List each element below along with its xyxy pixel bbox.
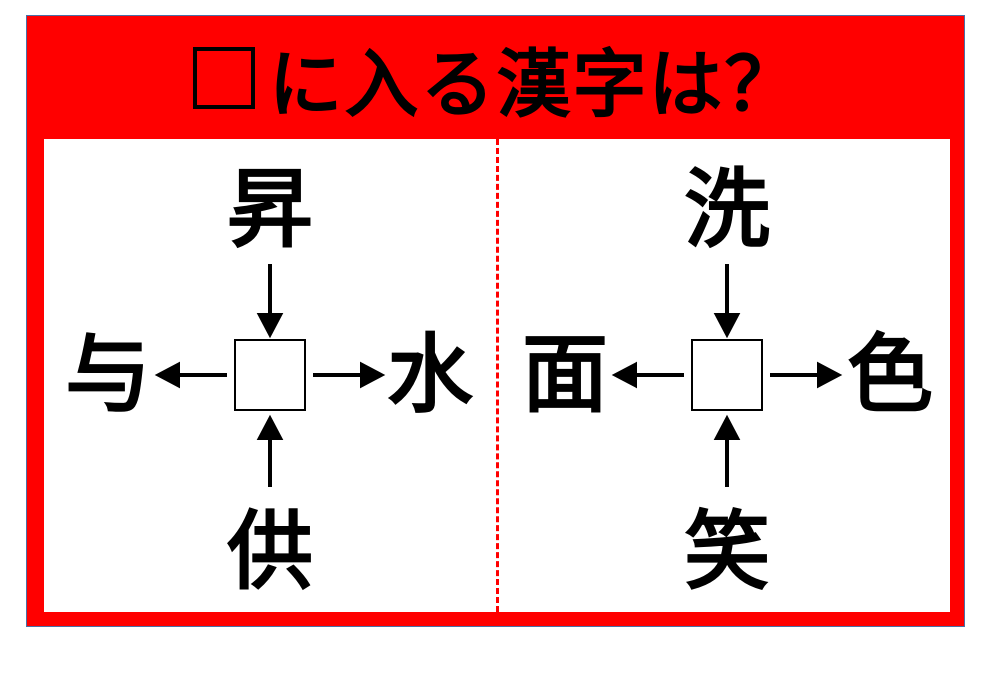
arrow-up-icon	[713, 414, 741, 440]
title-text: に入る漢字は？	[268, 41, 801, 128]
blank-box	[691, 339, 763, 411]
arrow-up-icon	[256, 414, 284, 440]
kanji-bottom: 供	[227, 502, 313, 602]
puzzle-left: 昇 与 水 供	[44, 139, 496, 612]
quiz-title: に入る漢字は？	[27, 16, 966, 140]
arrow-down-icon	[713, 313, 741, 339]
arrow-left-icon	[611, 361, 637, 389]
arrows	[611, 264, 843, 487]
arrow-down-icon	[256, 313, 284, 339]
dashed-divider	[496, 139, 499, 612]
kanji-bottom: 笑	[684, 502, 770, 602]
arrow-right-icon	[360, 361, 386, 389]
kanji-left: 与	[65, 325, 151, 425]
kanji-top: 洗	[684, 160, 770, 260]
kanji-left: 面	[522, 325, 608, 425]
puzzle-panel: 昇 与 水 供 洗 面 色 笑	[44, 139, 950, 612]
kanji-top: 昇	[227, 160, 313, 260]
kanji-right: 水	[387, 325, 473, 425]
arrows	[154, 264, 386, 487]
blank-box	[234, 339, 306, 411]
arrow-left-icon	[154, 361, 180, 389]
arrow-right-icon	[817, 361, 843, 389]
puzzle-right: 洗 面 色 笑	[501, 139, 953, 612]
kanji-right: 色	[847, 325, 933, 425]
blank-square-icon	[192, 47, 255, 109]
